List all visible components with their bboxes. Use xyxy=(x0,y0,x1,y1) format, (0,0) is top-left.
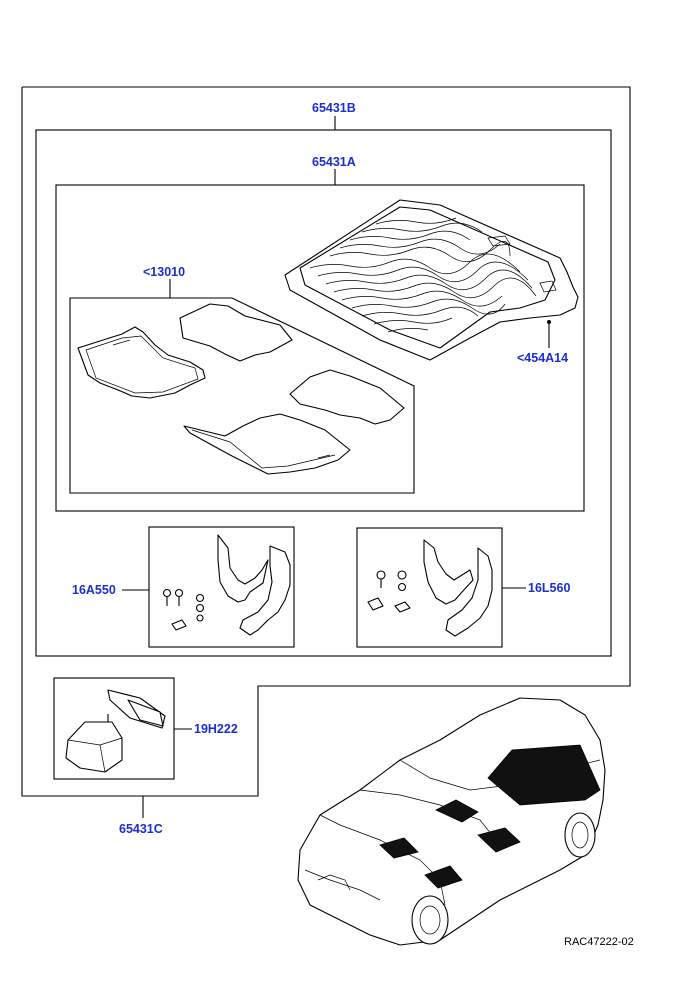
first-aid-kit xyxy=(65,689,166,773)
frame-65431a-group xyxy=(35,129,612,657)
load-space-liner xyxy=(284,199,579,361)
bolt-icon xyxy=(162,588,172,598)
mat-front-right xyxy=(179,303,293,362)
image-code: RAC47222-02 xyxy=(564,936,634,948)
frame-floor-mats xyxy=(69,297,415,494)
frame-mats xyxy=(55,184,585,512)
label-13010[interactable]: <13010 xyxy=(143,265,185,279)
mat-rear-main xyxy=(183,413,351,475)
frame-mudflaps-front xyxy=(148,526,295,648)
label-454a14[interactable]: <454A14 xyxy=(517,351,568,365)
label-16l560[interactable]: 16L560 xyxy=(528,581,570,595)
label-19h222[interactable]: 19H222 xyxy=(194,722,238,736)
mat-rear-left xyxy=(289,369,405,425)
floor-mats xyxy=(77,303,405,475)
liner-highlight xyxy=(487,744,601,806)
frame-65431b xyxy=(21,86,631,797)
label-65431c[interactable]: 65431C xyxy=(119,822,163,836)
label-65431b[interactable]: 65431B xyxy=(312,101,356,115)
vehicle-illustration xyxy=(297,697,606,946)
label-65431a[interactable]: 65431A xyxy=(312,155,356,169)
mudflaps-rear-set xyxy=(367,539,493,637)
mat-front-left xyxy=(77,326,206,399)
label-16a550[interactable]: 16A550 xyxy=(72,583,116,597)
mudflaps-front-set xyxy=(162,534,291,636)
leader-dot-454a14 xyxy=(547,320,551,324)
